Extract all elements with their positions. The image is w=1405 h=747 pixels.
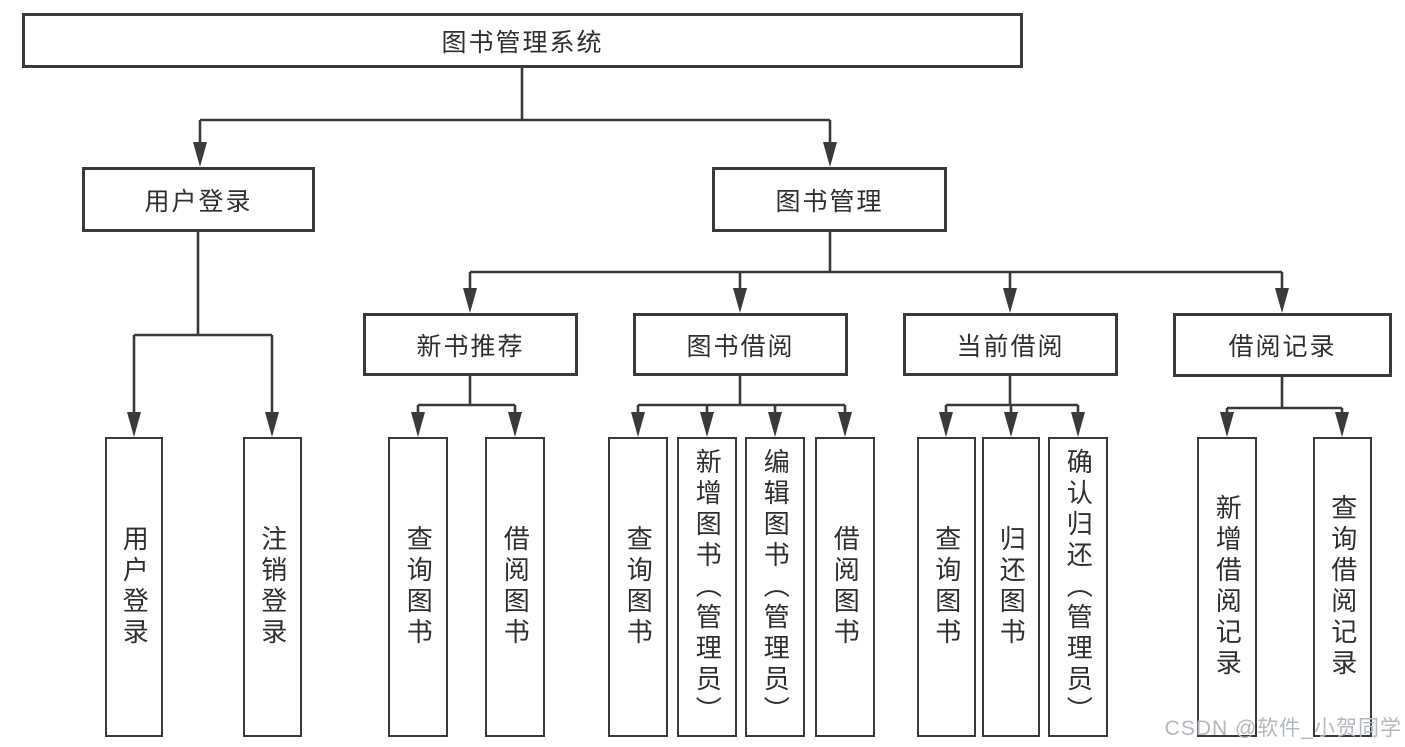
node-book-management-label: 图书管理 — [775, 187, 884, 216]
edge-userlogin-children — [132, 232, 274, 414]
leaf-bookborrow-borrow: 借阅图书 — [815, 437, 875, 737]
leaf-currentborrow-query-label: 查询图书 — [931, 525, 962, 649]
leaf-newbook-query: 查询图书 — [388, 437, 448, 737]
edge-newbook-children — [416, 376, 517, 414]
leaf-record-add: 新增借阅记录 — [1197, 437, 1257, 737]
leaf-currentborrow-return-label: 归还图书 — [996, 525, 1027, 649]
leaf-currentborrow-confirm: 确认归还（管理员） — [1048, 437, 1108, 737]
edge-bookmgmt-children — [468, 232, 1284, 290]
leaf-bookborrow-borrow-label: 借阅图书 — [830, 525, 861, 649]
edge-bookborrow-children — [636, 376, 847, 414]
node-borrow-record: 借阅记录 — [1173, 313, 1392, 377]
node-user-login: 用户登录 — [82, 167, 315, 232]
leaf-newbook-query-label: 查询图书 — [403, 525, 434, 649]
leaf-logout: 注销登录 — [243, 437, 302, 737]
leaf-record-add-label: 新增借阅记录 — [1212, 494, 1243, 680]
leaf-bookborrow-edit: 编辑图书（管理员） — [745, 437, 805, 737]
leaf-currentborrow-query: 查询图书 — [917, 437, 976, 737]
node-book-management: 图书管理 — [712, 167, 947, 232]
node-book-borrow: 图书借阅 — [633, 313, 848, 376]
leaf-user-login-label: 用户登录 — [119, 525, 150, 649]
leaf-logout-label: 注销登录 — [257, 525, 288, 649]
node-current-borrow-label: 当前借阅 — [956, 332, 1065, 361]
leaf-bookborrow-query-label: 查询图书 — [623, 525, 654, 649]
leaf-bookborrow-query: 查询图书 — [608, 437, 668, 737]
leaf-newbook-borrow: 借阅图书 — [485, 437, 545, 737]
leaf-currentborrow-confirm-label: 确认归还（管理员） — [1063, 447, 1094, 727]
node-root: 图书管理系统 — [22, 13, 1023, 68]
leaf-user-login: 用户登录 — [105, 437, 163, 737]
leaf-bookborrow-edit-label: 编辑图书（管理员） — [760, 447, 791, 727]
leaf-record-query: 查询借阅记录 — [1313, 437, 1372, 737]
node-root-label: 图书管理系统 — [441, 28, 604, 57]
leaf-currentborrow-return: 归还图书 — [982, 437, 1040, 737]
edge-currentborrow-children — [944, 376, 1080, 414]
csdn-watermark: CSDN @软件_小贺同学 — [1164, 717, 1402, 740]
leaf-record-query-label: 查询借阅记录 — [1327, 494, 1358, 680]
edge-borrowrecord-children — [1225, 377, 1344, 414]
node-borrow-record-label: 借阅记录 — [1228, 333, 1337, 361]
node-new-book-recommend: 新书推荐 — [363, 313, 578, 376]
leaf-bookborrow-add: 新增图书（管理员） — [677, 437, 737, 737]
node-book-borrow-label: 图书借阅 — [686, 332, 795, 361]
leaf-newbook-borrow-label: 借阅图书 — [500, 525, 531, 649]
node-new-book-recommend-label: 新书推荐 — [416, 332, 525, 361]
node-user-login-label: 用户登录 — [144, 187, 253, 216]
leaf-bookborrow-add-label: 新增图书（管理员） — [692, 447, 723, 727]
node-current-borrow: 当前借阅 — [903, 313, 1118, 376]
edge-root-children — [198, 68, 832, 144]
